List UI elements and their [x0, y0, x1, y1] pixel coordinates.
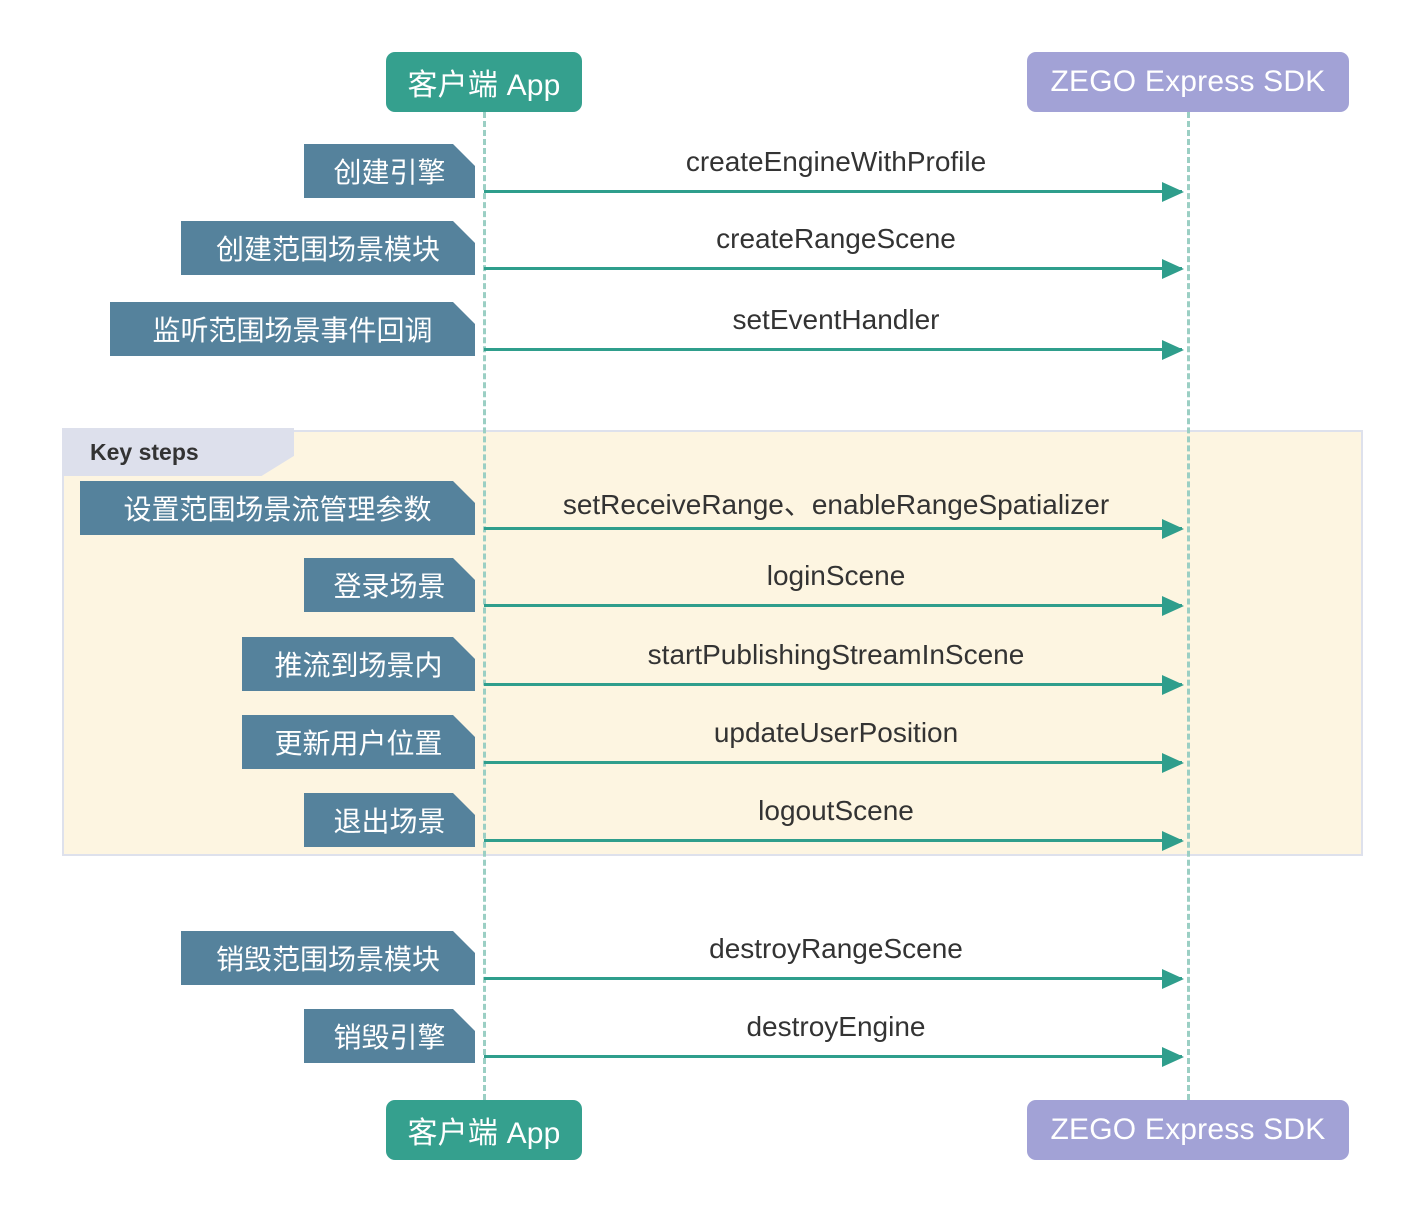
step-tag[interactable]: 更新用户位置	[242, 715, 475, 769]
message-label: createEngineWithProfile	[685, 146, 987, 177]
message-line	[484, 977, 1182, 980]
step-tag[interactable]: 监听范围场景事件回调	[110, 302, 475, 356]
message-line	[484, 1055, 1182, 1058]
step-tag[interactable]: 退出场景	[304, 793, 475, 847]
participant-sdk-foot[interactable]: ZEGO Express SDK	[1027, 1100, 1349, 1160]
step-tag[interactable]: 创建范围场景模块	[181, 221, 475, 275]
message-arrowhead	[1162, 340, 1184, 360]
message-label: createRangeScene	[716, 223, 956, 254]
step-tag[interactable]: 登录场景	[304, 558, 475, 612]
message-arrowhead	[1162, 969, 1184, 989]
message-label: setReceiveRange、enableRangeSpatializer	[562, 489, 1110, 520]
message-label: logoutScene	[758, 795, 914, 826]
message-arrowhead	[1162, 1047, 1184, 1067]
message-line	[484, 683, 1182, 686]
lifeline-sdk	[1187, 112, 1190, 1100]
message-label: destroyRangeScene	[709, 933, 963, 964]
message-arrowhead	[1162, 831, 1184, 851]
message-arrowhead	[1162, 596, 1184, 616]
message-label: destroyEngine	[746, 1011, 926, 1042]
step-tag[interactable]: 创建引擎	[304, 144, 475, 198]
message-label: setEventHandler	[732, 304, 940, 335]
message-line	[484, 839, 1182, 842]
message-line	[484, 761, 1182, 764]
participant-client-head[interactable]: 客户端 App	[386, 52, 582, 112]
message-arrowhead	[1162, 519, 1184, 539]
message-line	[484, 348, 1182, 351]
step-tag[interactable]: 销毁引擎	[304, 1009, 475, 1063]
step-tag[interactable]: 销毁范围场景模块	[181, 931, 475, 985]
message-label: loginScene	[766, 560, 906, 591]
step-tag[interactable]: 推流到场景内	[242, 637, 475, 691]
message-arrowhead	[1162, 753, 1184, 773]
message-arrowhead	[1162, 259, 1184, 279]
message-arrowhead	[1162, 182, 1184, 202]
participant-client-foot[interactable]: 客户端 App	[386, 1100, 582, 1160]
participant-sdk-head[interactable]: ZEGO Express SDK	[1027, 52, 1349, 112]
fragment-label: Key steps	[62, 428, 294, 476]
step-tag[interactable]: 设置范围场景流管理参数	[80, 481, 475, 535]
message-line	[484, 527, 1182, 530]
message-line	[484, 267, 1182, 270]
message-label: updateUserPosition	[713, 717, 959, 748]
message-line	[484, 604, 1182, 607]
message-line	[484, 190, 1182, 193]
message-label: startPublishingStreamInScene	[647, 639, 1025, 670]
message-arrowhead	[1162, 675, 1184, 695]
